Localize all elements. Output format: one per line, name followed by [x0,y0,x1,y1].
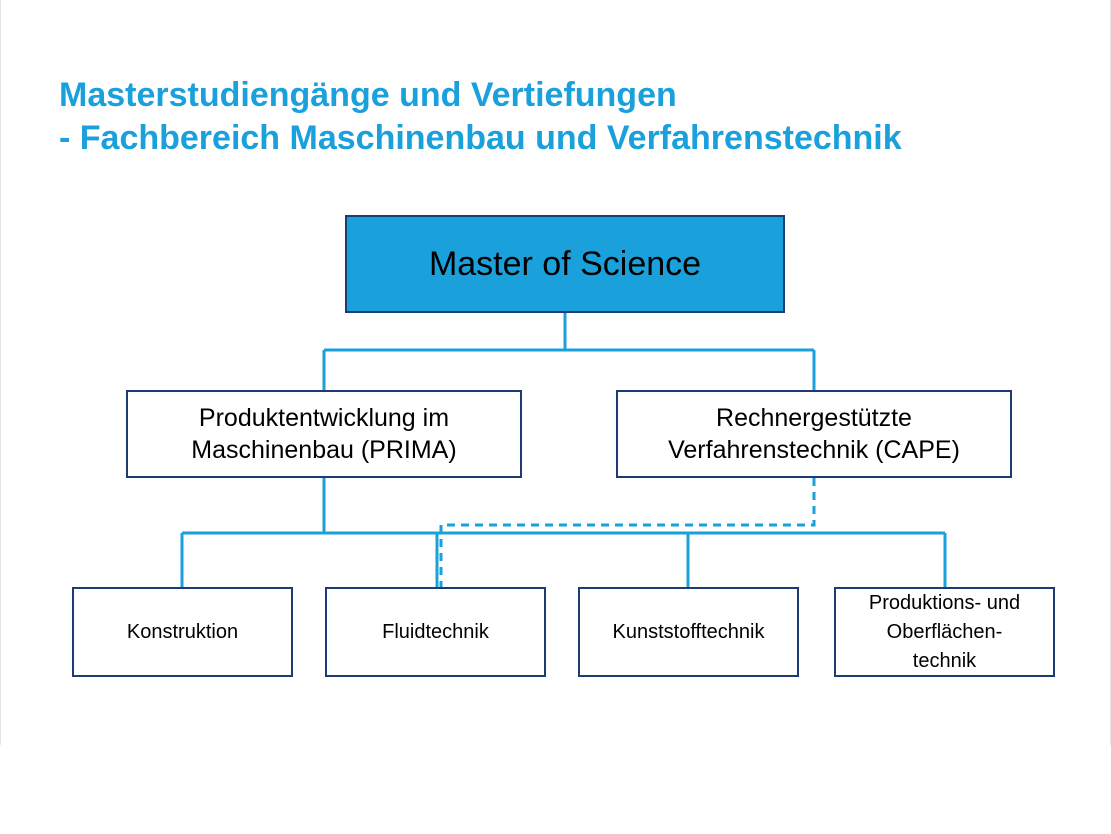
box-fluidtechnik: Fluidtechnik [325,587,546,677]
prima-label-line-1: Produktentwicklung im [198,404,450,432]
box-konstruktion: Konstruktion [72,587,293,677]
box-cape: Rechnergestützte Verfahrenstechnik (CAPE… [616,390,1012,478]
page-title: Masterstudiengänge und Vertiefungen - Fa… [59,74,902,160]
box-kunststofftechnik: Kunststofftechnik [578,587,799,677]
cape-label-line-2: Verfahrenstechnik (CAPE) [668,436,960,464]
connector-cape-dashed [439,478,816,587]
konstruktion-label: Konstruktion [126,620,239,643]
title-line-2: - Fachbereich Maschinenbau und Verfahren… [59,119,902,157]
cape-label-line-1: Rechnergestützte [716,404,912,432]
produktionstechnik-label-line-1: Produktions- und [868,591,1021,614]
produktionstechnik-label-line-3: technik [912,649,977,672]
fluidtechnik-label: Fluidtechnik [382,620,489,643]
box-produktions-und-oberflaechentechnik: Produktions- und Oberflächen- technik [834,587,1055,677]
title-line-1: Masterstudiengänge und Vertiefungen [59,76,677,114]
box-prima: Produktentwicklung im Maschinenbau (PRIM… [126,390,522,478]
prima-label-line-2: Maschinenbau (PRIMA) [191,436,457,464]
produktionstechnik-label-line-2: Oberflächen- [886,620,1003,643]
root-label: Master of Science [428,244,702,283]
box-master-of-science: Master of Science [345,215,785,313]
slide: Masterstudiengänge und Vertiefungen - Fa… [0,0,1111,745]
connector-lines [180,313,947,587]
kunststofftechnik-label: Kunststofftechnik [612,620,765,643]
